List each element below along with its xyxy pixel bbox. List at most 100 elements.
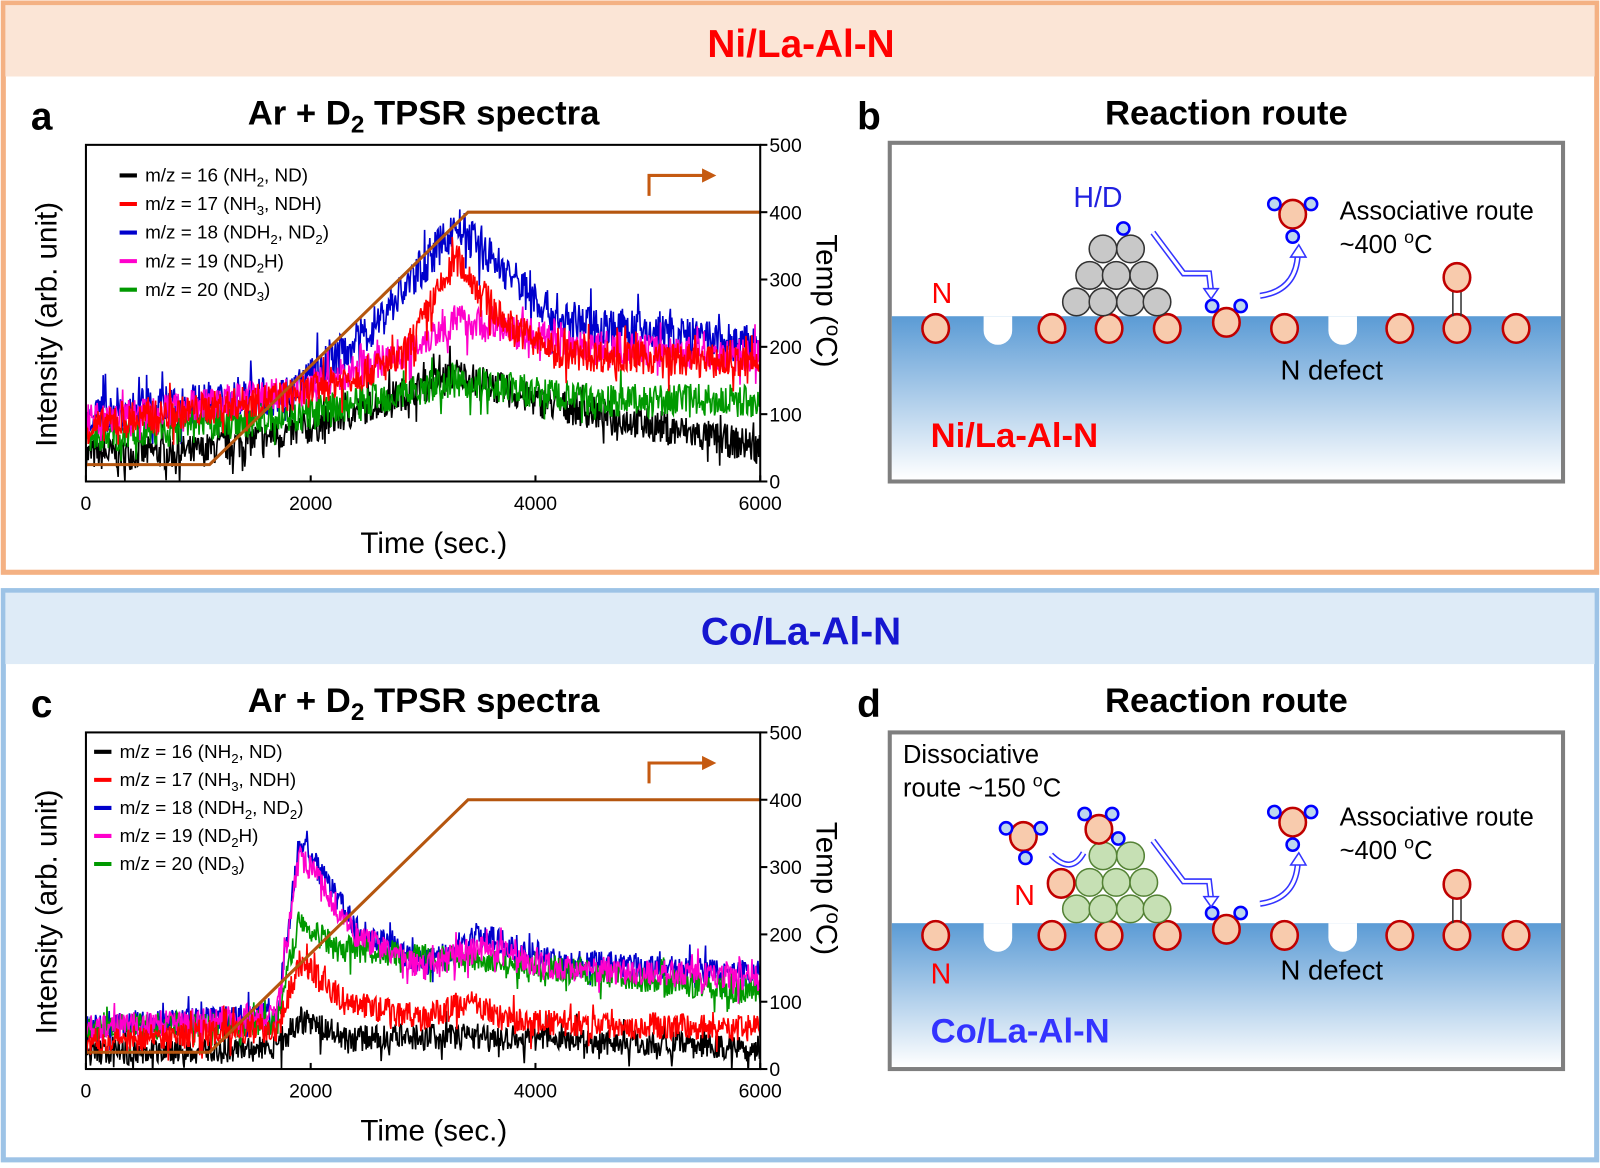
hydrogen-atom — [1266, 804, 1282, 820]
text-span: , ND) — [239, 741, 283, 762]
ammonia-molecule — [1084, 813, 1114, 845]
dinitrogen-atom — [1442, 261, 1472, 294]
legend-entry: m/z = 17 (NH3, NDH) — [120, 769, 297, 794]
y2-tick-label: 500 — [769, 135, 802, 157]
hydrogen-atom — [1018, 850, 1033, 866]
h-d-label: H/D — [1073, 182, 1122, 214]
hydrogen-atom — [1285, 229, 1301, 245]
metal-atom — [1075, 260, 1105, 290]
hydrogen-atom — [1266, 196, 1282, 212]
lattice-nitrogen-atom — [1094, 919, 1124, 951]
subscript: 3 — [257, 289, 264, 304]
metal-atom — [1142, 894, 1172, 924]
plot-area — [85, 209, 761, 482]
lattice-nitrogen-atom — [1037, 919, 1067, 951]
text-span: m/z = 16 (NH — [145, 165, 257, 186]
adsorbed-nitrogen-atom — [1211, 306, 1241, 338]
text-span: C) — [809, 924, 842, 955]
y2-tick-label: 500 — [769, 723, 802, 745]
metal-atom — [1115, 287, 1146, 317]
text-span: ~400 — [1340, 231, 1405, 259]
text-span: m/z = 17 (NH — [120, 769, 232, 790]
panel-label-diagram: d — [857, 683, 881, 726]
catalyst-label: Ni/La-Al-N — [931, 417, 1099, 455]
adsorbed-nitrogen-atom — [1211, 913, 1241, 945]
nitrogen-label: N — [1014, 880, 1035, 912]
text-span: C — [1414, 231, 1432, 259]
text-span: , ND) — [264, 165, 308, 186]
y2-tick-label: 400 — [769, 202, 802, 224]
subscript: 2 — [290, 807, 297, 822]
hydrogen-atom — [1285, 837, 1301, 853]
lattice-nitrogen-atom — [921, 312, 951, 345]
legend-entry: m/z = 20 (ND3) — [145, 279, 270, 304]
subscript: 3 — [257, 203, 264, 218]
metal-atom — [1088, 841, 1118, 871]
x-tick-label: 6000 — [739, 493, 782, 515]
lattice-nitrogen-atom — [1152, 312, 1182, 345]
subscript: 2 — [351, 112, 365, 139]
text-span: C — [1414, 837, 1432, 865]
subscript: 2 — [257, 175, 264, 190]
ammonia-molecule — [1278, 198, 1308, 230]
subscript: 2 — [231, 835, 238, 850]
text-span: , NDH) — [239, 769, 297, 790]
chart-title: Ar + D2 TPSR spectra — [248, 682, 600, 726]
legend-entry: m/z = 16 (NH2, ND) — [120, 741, 283, 766]
x-tick-label: 4000 — [514, 1081, 557, 1103]
metal-atom — [1115, 841, 1146, 871]
x-tick-label: 0 — [81, 493, 92, 515]
plot-frame — [84, 731, 762, 1071]
arrow-head-icon — [702, 168, 717, 183]
hydrogen-atom — [1115, 221, 1131, 236]
legend-entry: m/z = 18 (NDH2, ND2) — [145, 222, 329, 247]
nitrogen-defect-site — [983, 316, 1013, 345]
dinitrogen-atom — [1442, 868, 1472, 900]
chart-title: Ar + D2 TPSR spectra — [248, 94, 600, 138]
dissociation-arrow-inner — [1049, 852, 1085, 867]
metal-atom — [1115, 894, 1146, 924]
y2-tick-label: 300 — [769, 270, 802, 292]
series-line-mz16 — [85, 1006, 761, 1070]
text-span: C — [1043, 775, 1061, 803]
nitrogen-label: N — [931, 958, 952, 990]
lattice-nitrogen-atom — [1037, 312, 1067, 345]
migration-arrow-inner — [1151, 839, 1213, 899]
diagram-title: Reaction route — [1105, 682, 1348, 720]
legend-entry: m/z = 20 (ND3) — [120, 853, 245, 878]
subscript: 2 — [231, 751, 238, 766]
panel-label-chart: c — [31, 683, 53, 726]
temperature-line — [85, 210, 761, 467]
panel-header-title: Co/La-Al-N — [701, 611, 901, 654]
x-tick-label: 4000 — [514, 493, 557, 515]
subscript: 3 — [231, 779, 238, 794]
panel-label-chart: a — [31, 96, 53, 139]
series-line-mz19 — [85, 844, 761, 1048]
metal-atom — [1061, 894, 1091, 924]
text-span: m/z = 20 (ND — [120, 853, 232, 874]
text-span: Temp ( — [809, 234, 842, 325]
subscript: 2 — [270, 232, 277, 247]
lattice-nitrogen-atom — [1385, 312, 1415, 345]
text-span: H) — [264, 250, 284, 271]
panel-header-title: Ni/La-Al-N — [707, 23, 894, 66]
migration-arrow-inner — [1151, 231, 1213, 291]
legend-entry: m/z = 18 (NDH2, ND2) — [120, 797, 304, 822]
text-span: m/z = 17 (NH — [145, 193, 257, 214]
lattice-nitrogen-atom — [1442, 919, 1472, 951]
panel-label-diagram: b — [857, 96, 881, 139]
n-defect-label: N defect — [1280, 954, 1383, 985]
legend: m/z = 16 (NH2, ND)m/z = 17 (NH3, NDH)m/z… — [119, 165, 329, 304]
arrow-head-icon — [1202, 287, 1220, 301]
y2-tick-label: 300 — [769, 857, 802, 879]
x-axis-label: Time (sec.) — [360, 527, 507, 560]
hydrogen-atom — [1303, 804, 1319, 820]
text-span: , NDH) — [264, 193, 322, 214]
text-span: ) — [297, 797, 303, 818]
hydrogen-atom — [1033, 820, 1049, 836]
text-span: ~400 — [1340, 837, 1405, 865]
